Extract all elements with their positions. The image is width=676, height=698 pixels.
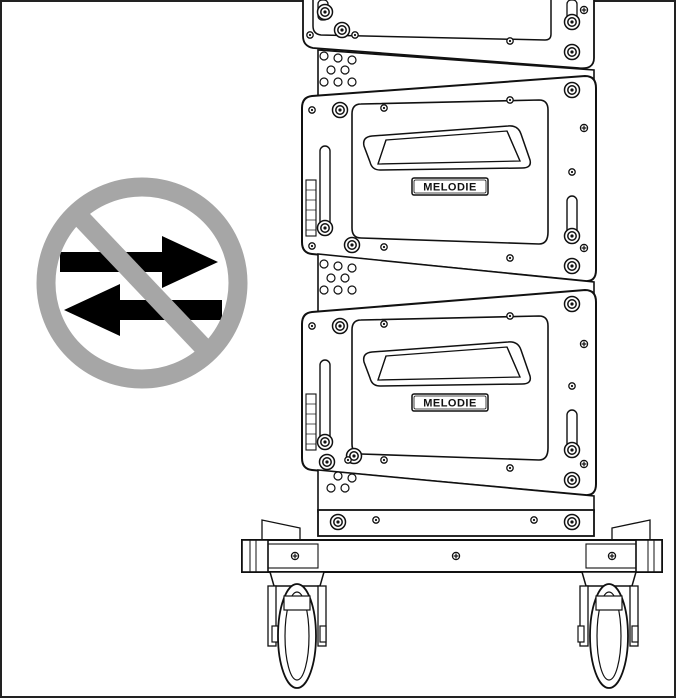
rigging-link-3 <box>317 469 595 513</box>
dolly-base <box>241 509 663 573</box>
brand-label-2: MELODIE <box>423 398 477 410</box>
brand-label-1: MELODIE <box>423 182 477 194</box>
arrow-left-icon <box>64 284 222 336</box>
cabinet-1: MELODIE <box>301 74 597 283</box>
brand-logo-1 <box>411 177 489 196</box>
caster-left <box>267 571 327 689</box>
brand-logo-2 <box>411 393 489 412</box>
caster-right <box>577 571 639 689</box>
prohibition-ring <box>36 177 248 389</box>
prohibition-slash <box>71 208 215 359</box>
no-swap-icon <box>36 177 248 389</box>
cabinet-2: MELODIE <box>301 288 597 497</box>
arrow-right-icon <box>60 236 218 288</box>
cabinet-top-partial <box>302 0 595 70</box>
